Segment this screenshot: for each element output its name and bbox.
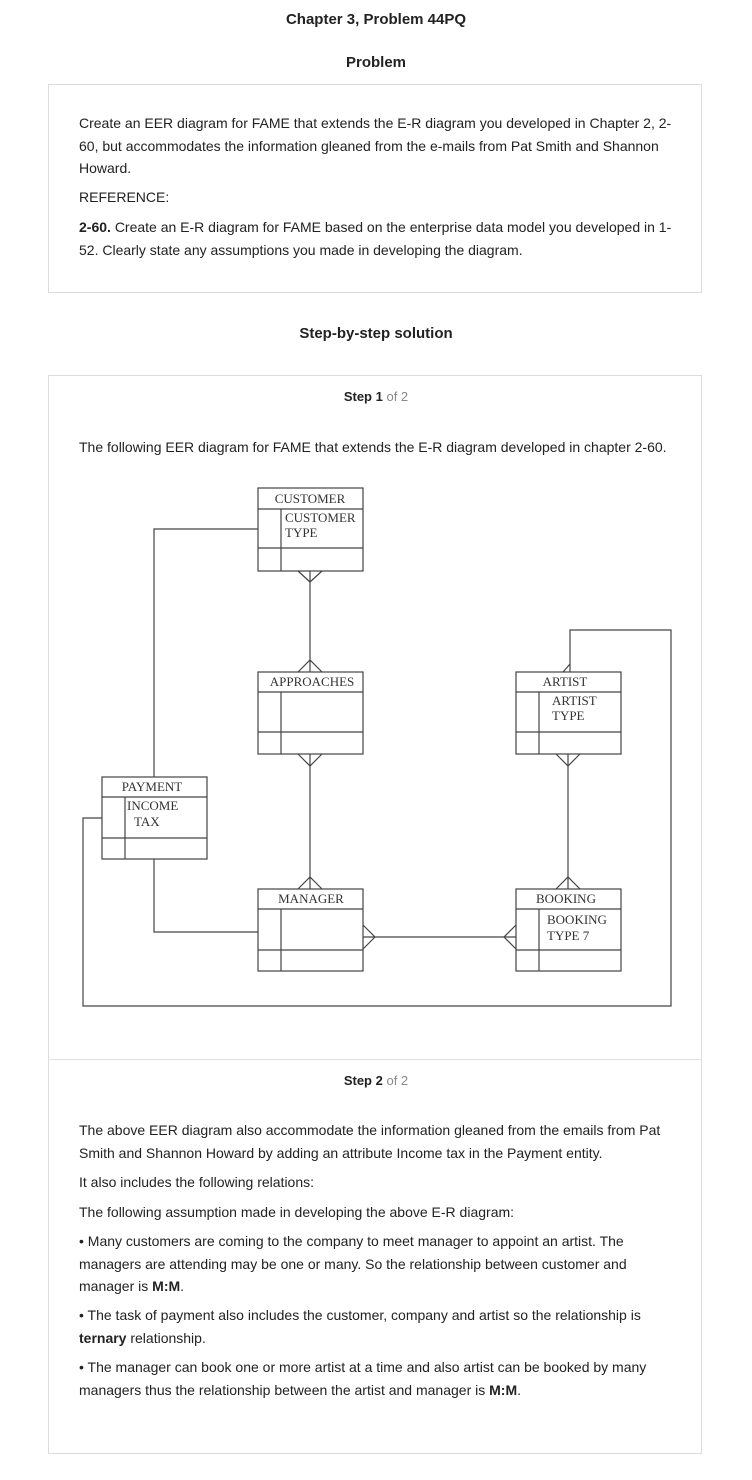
payment-manager-line: [153, 859, 258, 933]
crowfoot-approaches-top: [297, 659, 323, 673]
crowfoot-booking-left: [503, 924, 517, 950]
step2-bullet1: • Many customers are coming to the compa…: [79, 1230, 679, 1298]
problem-heading: Problem: [345, 54, 406, 71]
problem-text: Create an EER diagram for FAME that exte…: [79, 115, 672, 176]
bullet3-end: .: [517, 1381, 522, 1398]
artist-loop-line: [82, 629, 672, 1007]
bullet3-bold: M:M: [489, 1381, 518, 1398]
payment-name: PAYMENT: [122, 779, 183, 794]
manager-name: MANAGER: [278, 891, 344, 906]
booking-name: BOOKING: [536, 891, 596, 906]
reference-label: REFERENCE:: [79, 189, 170, 205]
reference-body: Create an E-R diagram for FAME based on …: [79, 219, 672, 258]
solution-heading: Step-by-step solution: [299, 325, 453, 342]
step2-bullet2: • The task of payment also includes the …: [79, 1304, 679, 1349]
booking-entity: [515, 888, 622, 972]
problem-card: [48, 84, 702, 293]
approaches-entity: [257, 671, 364, 755]
step1-text: The following EER diagram for FAME that …: [79, 439, 667, 455]
crowfoot-artist-bottom: [555, 753, 581, 767]
payment-entity: [101, 776, 208, 860]
step2-paragraph3: The following assumption made in develop…: [79, 1204, 515, 1220]
crowfoot-artist-top: [562, 663, 571, 673]
step2-of: of 2: [386, 1073, 409, 1088]
artist-entity: [515, 671, 622, 755]
bullet1-end: .: [180, 1278, 185, 1294]
step2-paragraph1: The above EER diagram also accommodate t…: [79, 1122, 661, 1161]
manager-entity: [257, 888, 364, 972]
step1-number: Step 1: [343, 389, 383, 404]
page-title: Chapter 3, Problem 44PQ: [285, 11, 467, 28]
step2-number: Step 2: [343, 1073, 383, 1088]
crowfoot-booking-top: [555, 876, 581, 890]
eer-diagram: CUSTOMER CUSTOMER TYPE APPROACHES ARTIST…: [82, 487, 672, 1007]
crowfoot-manager-right: [362, 924, 376, 950]
bullet1-bold: M:M: [152, 1278, 181, 1294]
artist-attr-line2: TYPE: [552, 708, 585, 723]
step2-bullet3: • The manager can book one or more artis…: [79, 1356, 679, 1401]
step-divider: [48, 1059, 702, 1060]
artist-name: ARTIST: [543, 674, 588, 689]
crowfoot-manager-top: [297, 876, 323, 890]
booking-attr-line1: BOOKING: [547, 912, 607, 927]
payment-attr-line2: TAX: [134, 814, 160, 829]
customer-attr-line2: TYPE: [285, 525, 318, 540]
bullet2-bold: ternary: [79, 1329, 127, 1346]
payment-attr-line1: INCOME: [127, 798, 178, 813]
step1-of: of 2: [386, 389, 409, 404]
customer-attr-line1: CUSTOMER: [285, 510, 356, 525]
bullet2-text: • The task of payment also includes the …: [79, 1307, 641, 1323]
bullet2-end: relationship.: [126, 1329, 206, 1346]
customer-payment-line: [153, 528, 258, 777]
customer-name: CUSTOMER: [275, 491, 346, 506]
step1-label: Step 1 of 2: [0, 389, 752, 404]
booking-attr-line2: TYPE 7: [547, 928, 590, 943]
step2-paragraph2: It also includes the following relations…: [79, 1174, 315, 1190]
artist-attr-line1: ARTIST: [552, 693, 597, 708]
reference-number: 2-60.: [79, 219, 111, 235]
bullet3-text: • The manager can book one or more artis…: [79, 1359, 647, 1398]
step2-label: Step 2 of 2: [0, 1073, 752, 1088]
reference-text: 2-60. Create an E-R diagram for FAME bas…: [79, 216, 679, 261]
crowfoot-approaches-bottom: [297, 753, 323, 767]
bullet1-text: • Many customers are coming to the compa…: [79, 1233, 627, 1294]
solution-card: [48, 375, 702, 1454]
customer-entity: [257, 487, 364, 572]
crowfoot-customer: [297, 570, 323, 583]
approaches-name: APPROACHES: [270, 674, 355, 689]
